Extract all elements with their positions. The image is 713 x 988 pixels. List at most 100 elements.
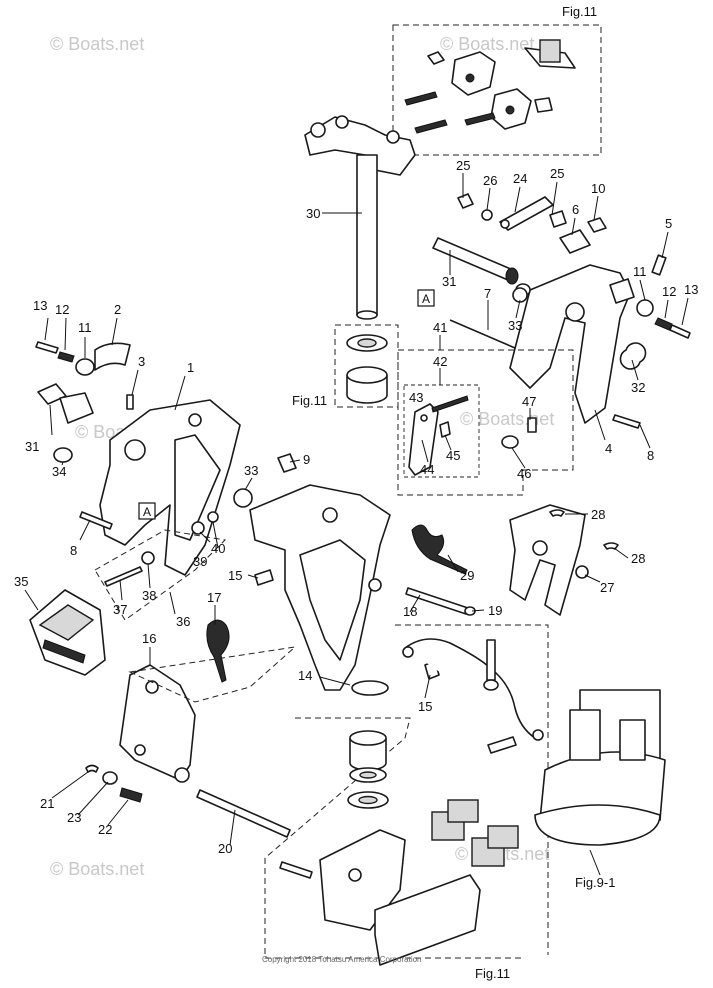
swivel-shaft-30 — [356, 154, 378, 320]
clip-47 — [527, 417, 537, 433]
washer-26 — [481, 209, 493, 221]
callout-A-right — [417, 289, 435, 307]
part-label-23: 23 — [67, 810, 81, 825]
part-label-32: 32 — [631, 380, 645, 395]
tilt-plate — [59, 392, 94, 424]
group-17-lines — [128, 646, 297, 703]
spring-29 — [411, 524, 468, 575]
pin-5 — [651, 254, 667, 276]
group-41-box — [397, 349, 574, 496]
part-label-8-right: 8 — [647, 448, 654, 463]
part-label-25-right: 25 — [550, 166, 564, 181]
part-label-10: 10 — [591, 181, 605, 196]
clip-28-upper — [549, 509, 565, 517]
part-label-33-left: 33 — [244, 463, 258, 478]
rubber-pad-2 — [447, 799, 479, 823]
part-label-24: 24 — [513, 171, 527, 186]
part-6 — [559, 229, 591, 254]
bushing-11-right — [636, 299, 654, 317]
nut-40 — [207, 511, 219, 523]
pin-45 — [439, 421, 451, 438]
fig11-lower-box — [264, 717, 525, 959]
washer-46 — [501, 435, 519, 449]
callout-A-left — [138, 502, 156, 520]
part-label-12-right: 12 — [662, 284, 676, 299]
part-label-36: 36 — [176, 614, 190, 629]
part-label-33-right: 33 — [508, 318, 522, 333]
part-label-20: 20 — [218, 841, 232, 856]
group-43-box — [403, 384, 480, 478]
washer-34 — [53, 447, 73, 463]
part-label-21: 21 — [40, 796, 54, 811]
part-label-28-upper: 28 — [591, 507, 605, 522]
watermark: © Boats.net — [50, 34, 144, 54]
nut-32 — [619, 342, 647, 370]
bolt-8-left — [79, 511, 113, 530]
part-label-15-upper: 15 — [228, 568, 242, 583]
cable-eyelet-end — [532, 729, 544, 741]
part-label-42: 42 — [433, 354, 447, 369]
thrust-rod-7 — [449, 319, 516, 349]
ground-cable — [404, 638, 536, 739]
fig-label-bottom: Fig.11 — [475, 966, 510, 981]
washer-23 — [102, 771, 118, 785]
bushing-top — [346, 366, 388, 384]
bushing-hole — [357, 338, 377, 348]
copyright-text: Copyright 2018 Tohatsu America Corporati… — [262, 955, 422, 964]
part-label-28-lower: 28 — [631, 551, 645, 566]
part-label-5: 5 — [665, 216, 672, 231]
part-label-4: 4 — [605, 441, 612, 456]
part-label-29: 29 — [460, 568, 474, 583]
bolt-25-left — [457, 193, 474, 209]
part-label-17: 17 — [207, 590, 221, 605]
bolt-8-right — [612, 414, 641, 429]
spring-12-right — [654, 317, 673, 331]
leader-lines — [24, 173, 689, 846]
part-label-46: 46 — [517, 466, 531, 481]
part-number-labels: 1 2 3 4 5 6 7 8 8 9 10 11 11 12 12 13 13… — [14, 158, 698, 856]
callout-A-right-text: A — [422, 292, 430, 306]
bushing-11-left — [75, 358, 95, 376]
clamp-bracket-right-4 — [509, 264, 635, 424]
part-label-2: 2 — [114, 302, 121, 317]
shaft-20 — [196, 789, 291, 838]
fig-label-mid: Fig.11 — [292, 393, 327, 408]
lock-lever-44 — [408, 403, 439, 476]
bolt-37 — [104, 566, 143, 587]
spring-12-left — [57, 351, 75, 363]
part-label-35: 35 — [14, 574, 28, 589]
washer-39 — [191, 521, 205, 535]
part-label-11-right: 11 — [633, 264, 647, 279]
part-label-31-left: 31 — [25, 439, 39, 454]
bolt-13-left — [35, 341, 59, 354]
leader-fig9-1 — [589, 849, 601, 876]
reverse-lock-16 — [119, 664, 196, 783]
part-label-11-left: 11 — [78, 320, 92, 335]
part-label-1: 1 — [187, 360, 194, 375]
group-36-box — [94, 529, 227, 621]
watermark: © Boats.net — [460, 409, 554, 429]
clamp-cover — [279, 829, 406, 931]
clip-21 — [85, 764, 99, 773]
fig-label-top: Fig.11 — [562, 4, 597, 19]
clamp-bracket-left-1 — [99, 399, 241, 576]
washer-38 — [141, 551, 155, 565]
part-label-30: 30 — [306, 206, 320, 221]
lower-washer-1-hole — [359, 771, 377, 779]
lower-plate — [374, 874, 481, 966]
lower-washer-2-hole — [358, 795, 378, 805]
rubber-pad-4 — [487, 825, 519, 849]
ground-washer — [483, 679, 499, 691]
part-label-12-left: 12 — [55, 302, 69, 317]
part-label-9: 9 — [303, 452, 310, 467]
part-label-25-left: 25 — [456, 158, 470, 173]
bolt-25-right — [549, 210, 567, 228]
part-label-13-left: 13 — [33, 298, 47, 313]
part-label-38: 38 — [142, 588, 156, 603]
part-label-3: 3 — [138, 354, 145, 369]
spring-43 — [431, 395, 469, 413]
stud-15-upper — [254, 569, 274, 586]
part-label-7: 7 — [484, 286, 491, 301]
part-label-41: 41 — [433, 320, 447, 335]
